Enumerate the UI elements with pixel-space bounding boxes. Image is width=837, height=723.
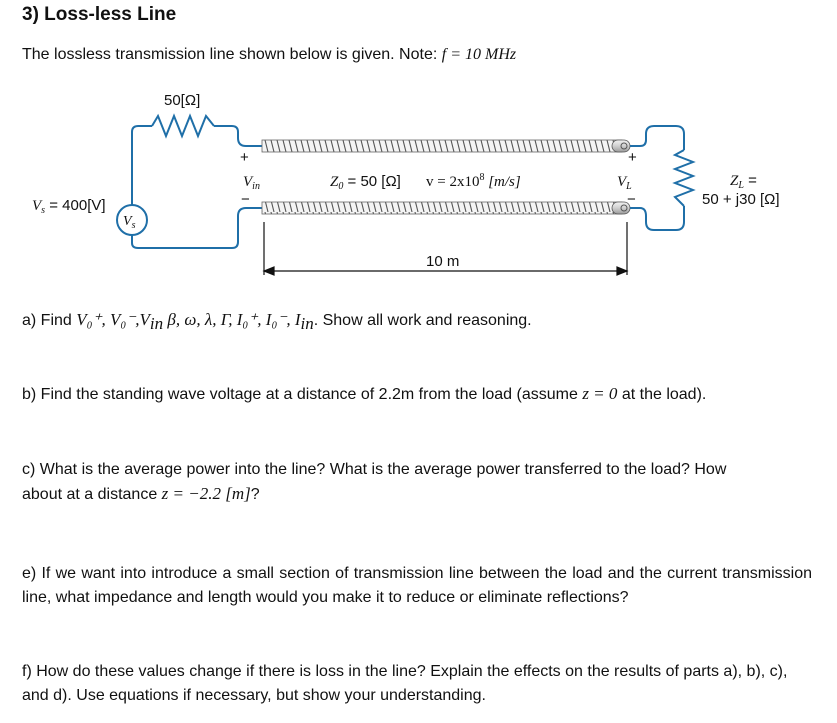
load-wiring (630, 125, 696, 231)
vin-plus: + (240, 149, 249, 166)
source-symbol-sub: s (132, 220, 136, 231)
svg-text:Vs: Vs (123, 214, 136, 231)
vl-plus: + (628, 149, 637, 166)
source-resistor (151, 113, 215, 139)
source-voltage-label: Vs = 400[V] (32, 197, 106, 216)
voltage-source-symbol (116, 204, 148, 236)
section-title: 3) Loss-less Line (22, 4, 177, 25)
question-a: a) Find V₀⁺, V₀⁻,Vin β, ω, λ, Γ, I₀⁺, I₀… (22, 310, 532, 334)
circuit-diagram: 50[Ω] Vs Vs = 400[V] + Vin − Z0 = 50 [Ω]… (32, 92, 780, 276)
characteristic-impedance-label: Z0 = 50 [Ω] (330, 173, 401, 192)
length-dimension (262, 222, 629, 276)
source-symbol: V (123, 214, 133, 229)
vl-minus: − (627, 191, 636, 208)
resistor-label: 50[Ω] (164, 92, 200, 109)
load-impedance-symbol (672, 149, 696, 207)
line-top-conductor (261, 139, 623, 153)
frequency-value: f = 10 MHz (441, 46, 517, 63)
vin-minus: − (241, 191, 250, 208)
line-bottom-conductor (261, 201, 623, 215)
intro-paragraph: The lossless transmission line shown bel… (22, 46, 516, 64)
velocity-label: v = 2x108 [m/s] (426, 172, 521, 190)
question-f: f) How do these values change if there i… (22, 663, 788, 704)
vin-label: Vin (243, 174, 260, 192)
vl-label: VL (617, 174, 632, 192)
length-label: 10 m (426, 253, 459, 270)
question-e: e) If we want into introduce a small sec… (22, 565, 812, 606)
load-impedance-value: 50 + j30 [Ω] (702, 191, 780, 208)
load-impedance-label-top: ZL = (730, 172, 757, 191)
intro-text: The lossless transmission line shown bel… (22, 46, 442, 63)
question-c: c) What is the average power into the li… (22, 461, 727, 503)
question-b: b) Find the standing wave voltage at a d… (22, 384, 707, 403)
